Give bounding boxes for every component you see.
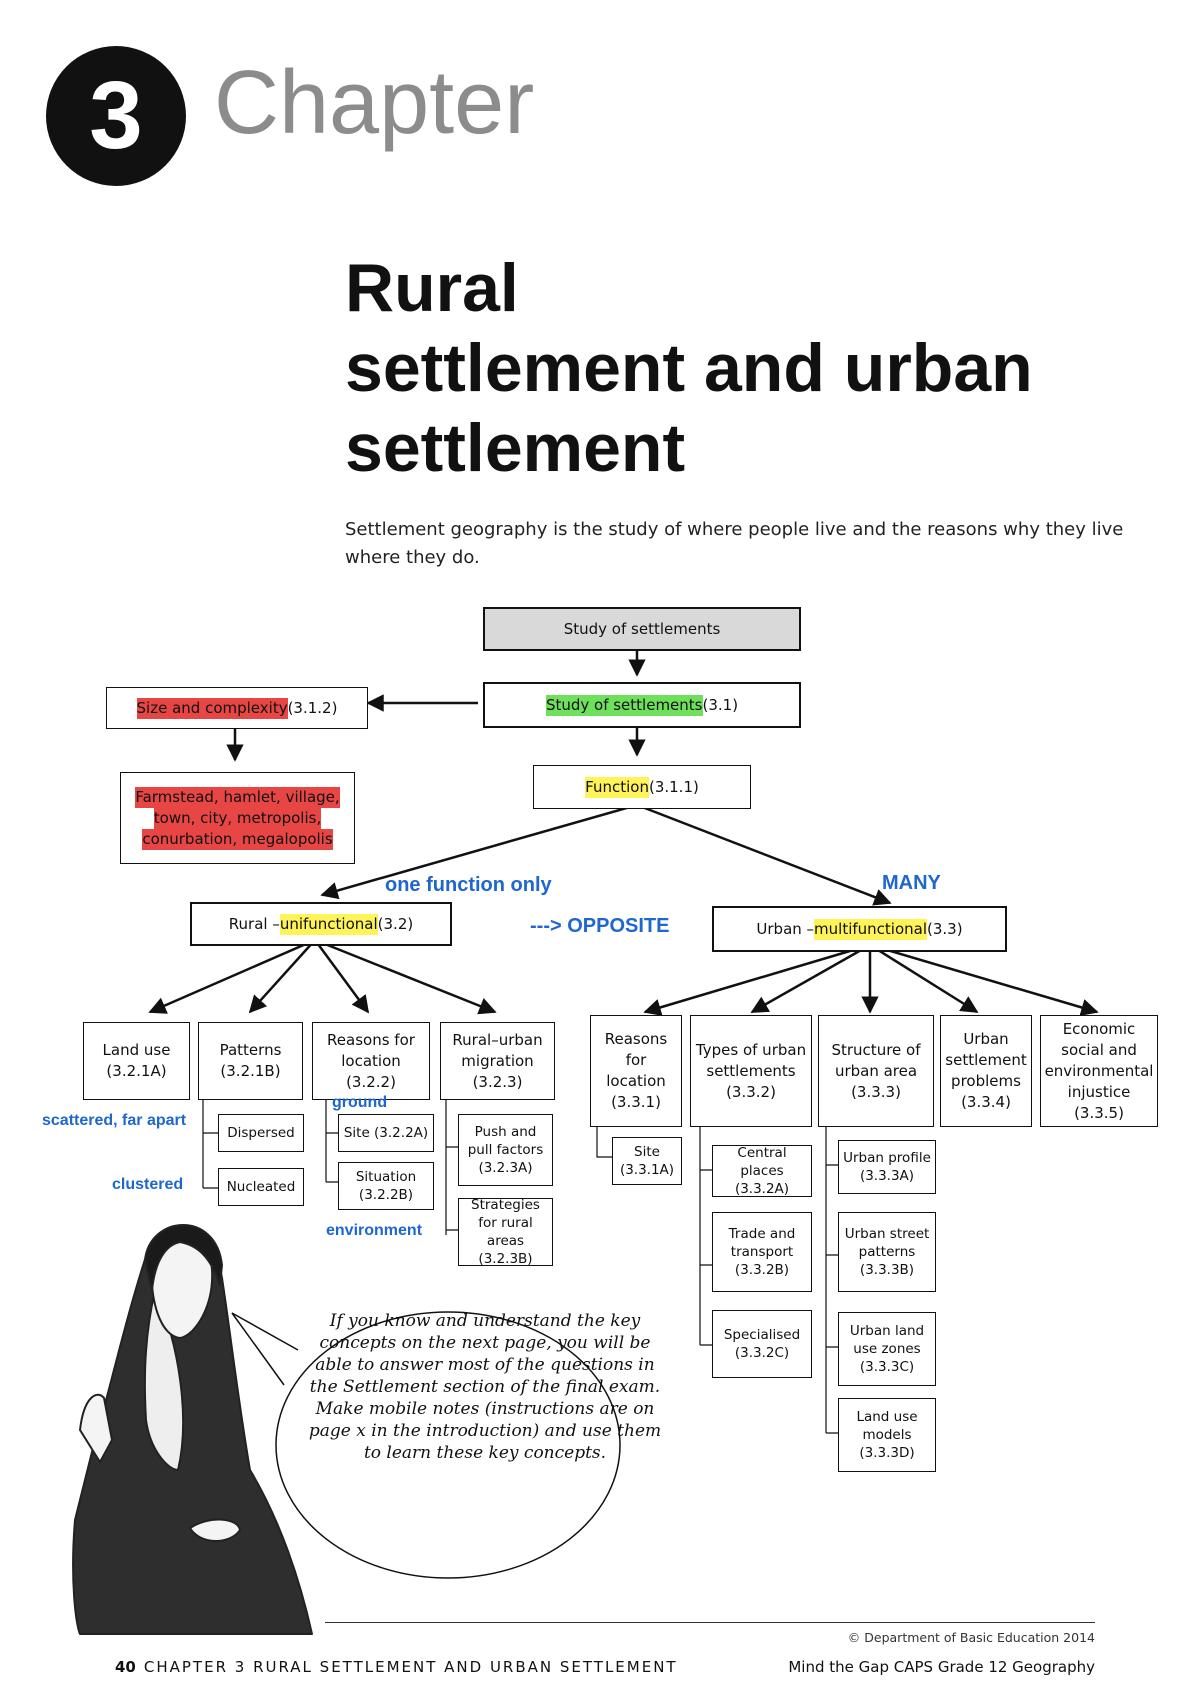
- urban-ref: (3.3): [927, 919, 963, 938]
- hierarchy-line: conurbation, megalopolis: [142, 828, 333, 850]
- rural-urban-migration-node: Rural–urban migration (3.2.3): [440, 1022, 555, 1100]
- nucleated-node: Nucleated: [218, 1168, 304, 1206]
- note-environment: environment: [326, 1222, 423, 1239]
- trade-and-transport-node: Trade and transport (3.3.2B): [712, 1212, 812, 1292]
- size-ref: (3.1.2): [287, 698, 338, 717]
- reasons-for-location-rural-node: Reasons for location (3.2.2): [312, 1022, 430, 1100]
- title-line: settlement and urban: [345, 330, 1033, 406]
- urban-profile-node: Urban profile (3.3.3A): [838, 1140, 936, 1194]
- function-node: Function (3.1.1): [533, 765, 751, 809]
- situation-node: Situation (3.2.2B): [338, 1162, 434, 1210]
- speech-bubble-text: If you know and understand the key conce…: [308, 1311, 662, 1463]
- copyright: © Department of Basic Education 2014: [847, 1630, 1095, 1645]
- study-of-settlements-node: Study of settlements (3.1): [483, 682, 801, 728]
- site-urban-node: Site (3.3.1A): [612, 1137, 682, 1185]
- intro-paragraph: Settlement geography is the study of whe…: [345, 519, 1124, 568]
- rural-label: unifunctional: [279, 913, 378, 935]
- land-use-models-node: Land use models (3.3.3D): [838, 1398, 936, 1472]
- dispersed-node: Dispersed: [218, 1114, 304, 1152]
- rural-ref: (3.2): [377, 914, 414, 933]
- site-rural-node: Site (3.2.2A): [338, 1114, 434, 1152]
- study-label: Study of settlements: [545, 694, 703, 716]
- rural-node: Rural – unifunctional (3.2): [190, 902, 452, 946]
- types-of-urban-settlements-node: Types of urban settlements (3.3.2): [690, 1015, 812, 1127]
- chapter-heading: Chapter: [214, 53, 535, 153]
- urban-label: multifunctional: [814, 918, 928, 940]
- hierarchy-line: Farmstead, hamlet, village,: [135, 786, 340, 808]
- footer-book-title: Mind the Gap CAPS Grade 12 Geography: [788, 1658, 1095, 1676]
- urban-street-patterns-node: Urban street patterns (3.3.3B): [838, 1212, 936, 1292]
- title-line: Rural: [345, 250, 519, 326]
- urban-prefix: Urban –: [756, 919, 815, 938]
- study-ref: (3.1): [702, 695, 739, 714]
- footer-rule: [325, 1622, 1095, 1623]
- footer-chapter-label: CHAPTER 3 RURAL SETTLEMENT AND URBAN SET…: [143, 1658, 678, 1676]
- note-opposite: ---> OPPOSITE: [530, 915, 670, 937]
- chapter-number-badge: 3: [46, 46, 186, 186]
- page-title: Rural settlement and urban settlement: [345, 248, 1165, 488]
- urban-settlement-problems-node: Urban settlement problems (3.3.4): [940, 1015, 1032, 1127]
- central-places-node: Central places (3.3.2A): [712, 1145, 812, 1197]
- reasons-for-location-urban-node: Reasons for location (3.3.1): [590, 1015, 682, 1127]
- rural-prefix: Rural –: [228, 914, 280, 933]
- settlement-hierarchy-node: Farmstead, hamlet, village, town, city, …: [120, 772, 355, 864]
- note-many: MANY: [882, 872, 941, 894]
- note-scattered: scattered, far apart: [42, 1112, 187, 1129]
- land-use-node: Land use (3.2.1A): [83, 1022, 190, 1100]
- note-ground: ground: [332, 1094, 388, 1111]
- structure-of-urban-area-node: Structure of urban area (3.3.3): [818, 1015, 934, 1127]
- hierarchy-line: town, city, metropolis,: [153, 807, 322, 829]
- patterns-node: Patterns (3.2.1B): [198, 1022, 303, 1100]
- urban-land-use-zones-node: Urban land use zones (3.3.3C): [838, 1312, 936, 1386]
- size-and-complexity-node: Size and complexity (3.1.2): [106, 687, 368, 729]
- push-pull-node: Push and pull factors (3.2.3A): [458, 1114, 553, 1186]
- footer-chapter: 40 CHAPTER 3 RURAL SETTLEMENT AND URBAN S…: [115, 1658, 678, 1676]
- strategies-node: Strategies for rural areas (3.2.3B): [458, 1197, 553, 1267]
- student-illustration: [72, 1224, 313, 1635]
- urban-node: Urban – multifunctional (3.3): [712, 906, 1007, 952]
- note-one-function-only: one function only: [385, 874, 552, 896]
- size-label: Size and complexity: [136, 697, 288, 719]
- economic-social-environmental-injustice-node: Economic social and environmental injust…: [1040, 1015, 1158, 1127]
- root-node: Study of settlements: [483, 607, 801, 651]
- page-number: 40: [115, 1658, 136, 1676]
- note-clustered: clustered: [112, 1176, 184, 1193]
- function-ref: (3.1.1): [648, 777, 699, 796]
- specialised-node: Specialised (3.3.2C): [712, 1310, 812, 1378]
- chapter-number: 3: [89, 62, 143, 169]
- title-line: settlement: [345, 410, 686, 486]
- function-label: Function: [585, 776, 649, 798]
